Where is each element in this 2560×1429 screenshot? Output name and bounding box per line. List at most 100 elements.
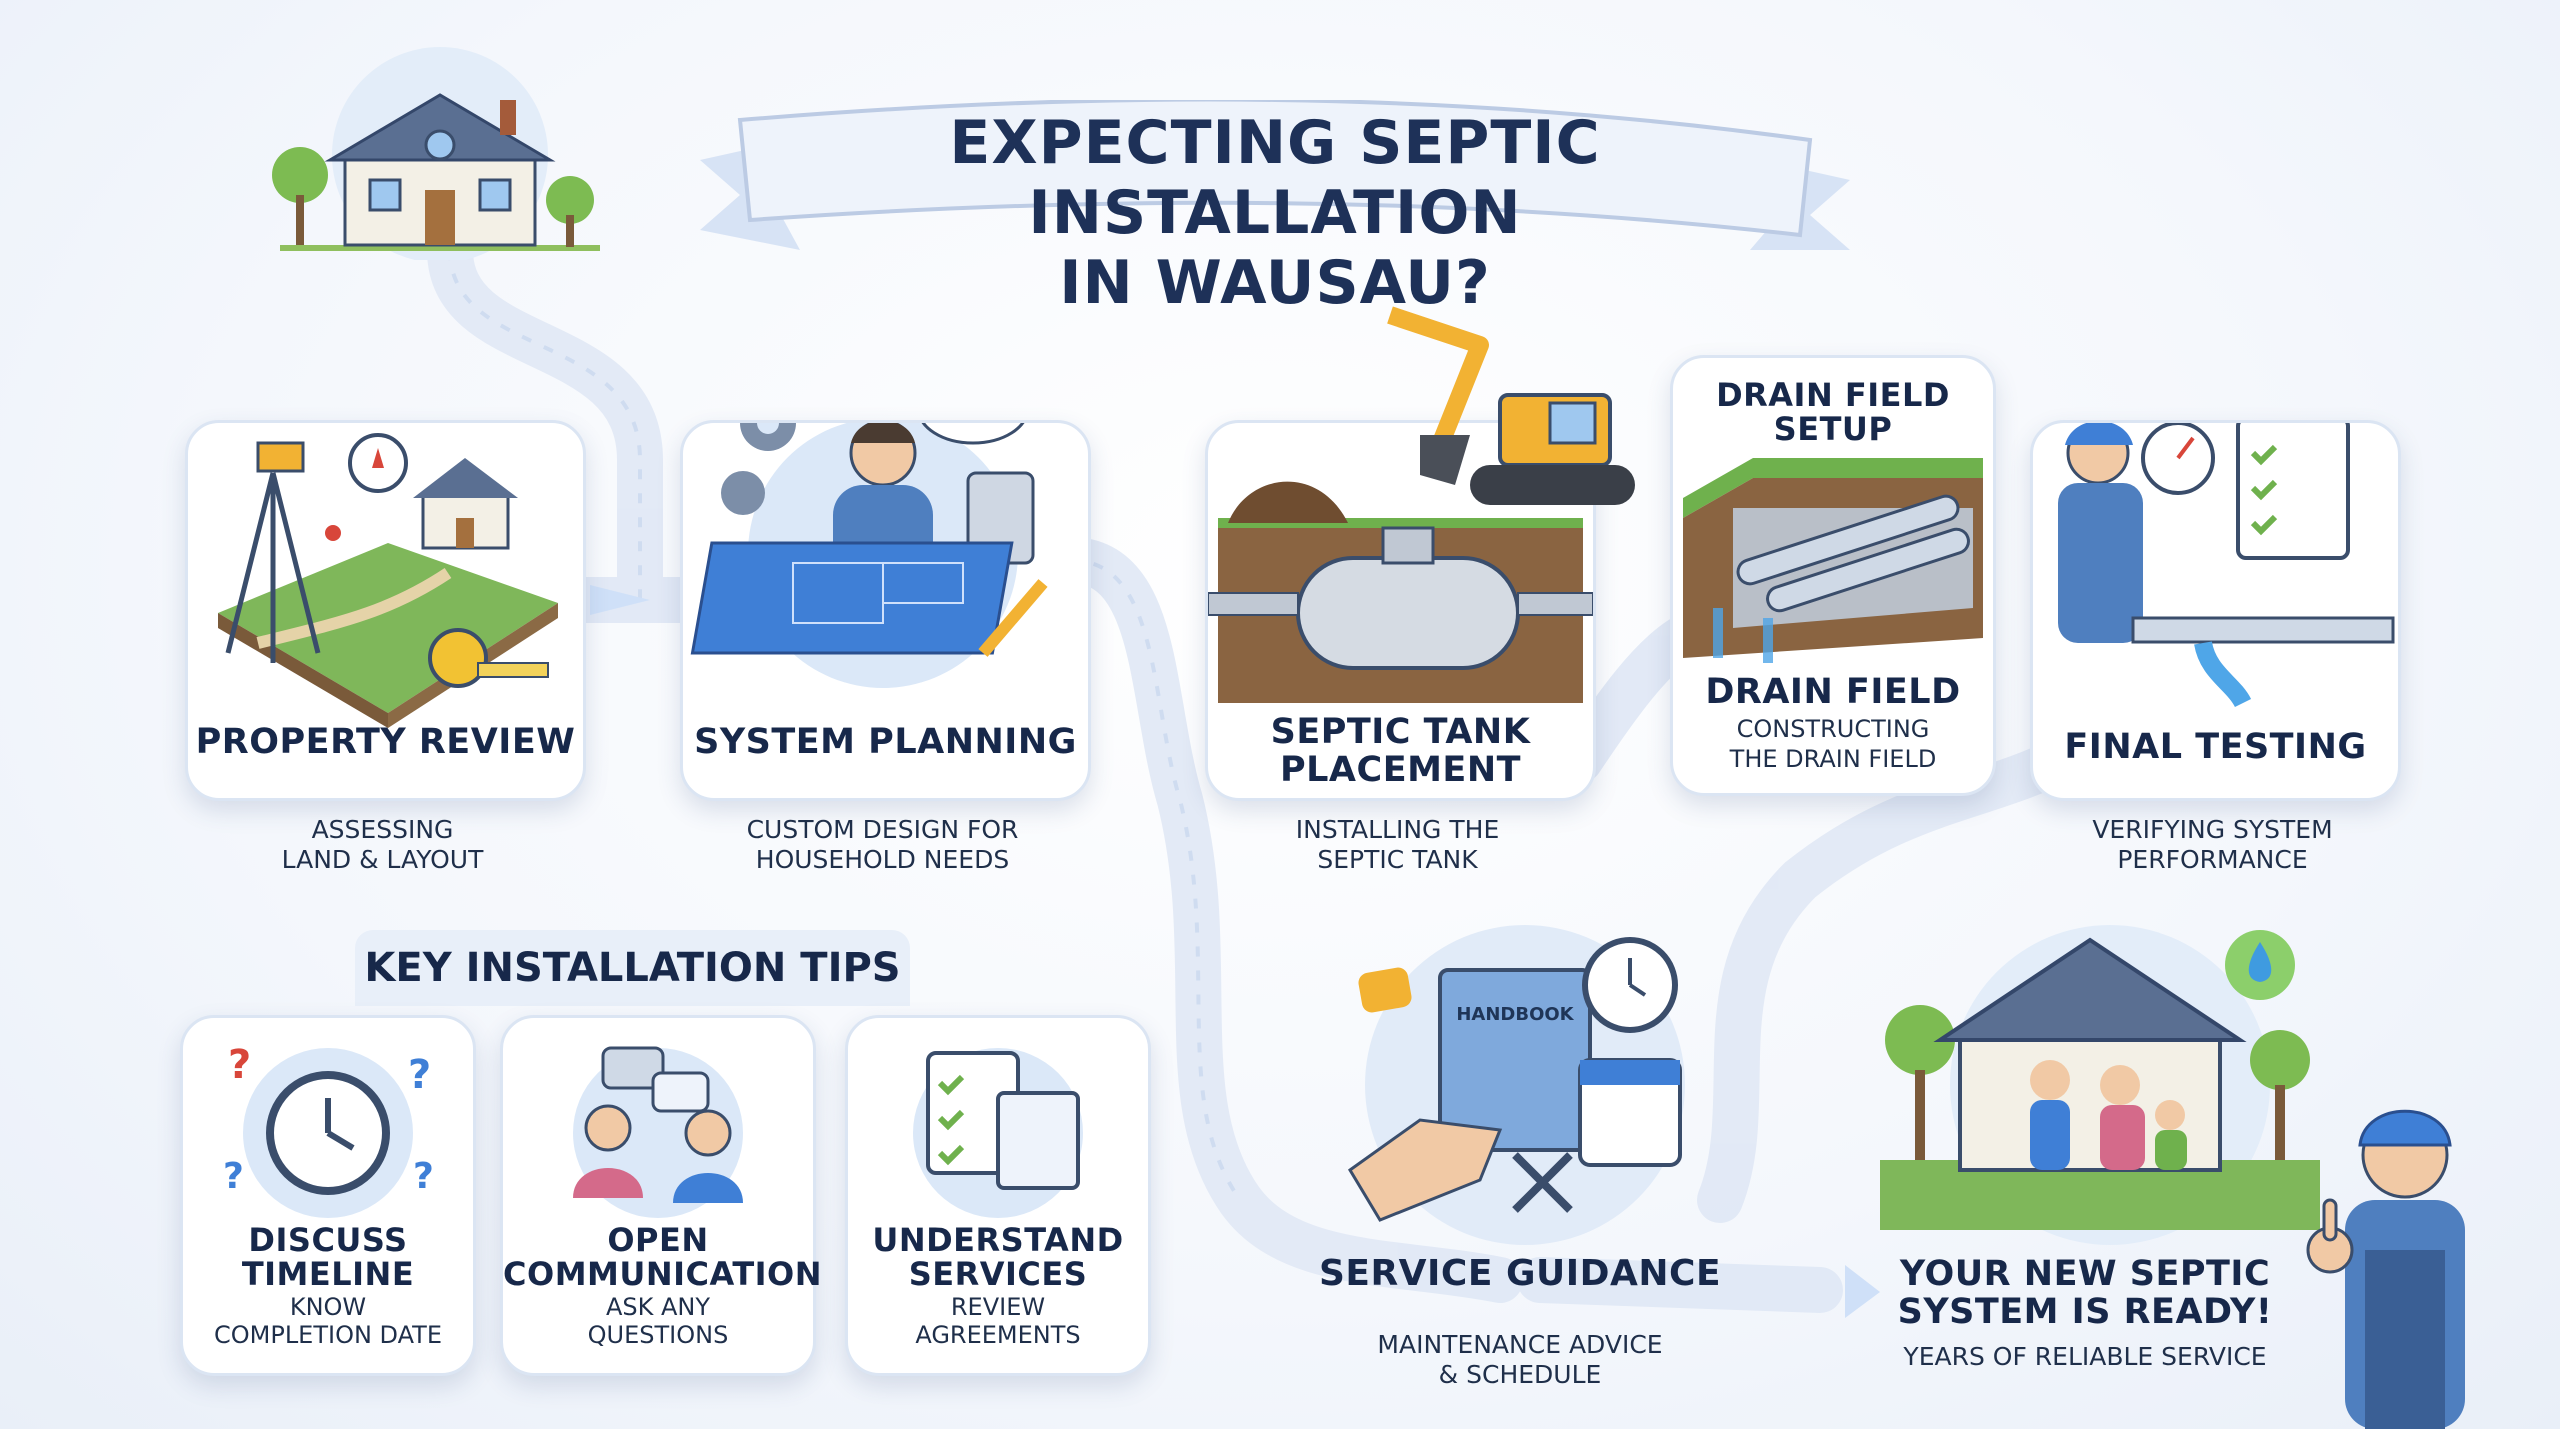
tip-title: UNDERSTAND SERVICES (848, 1223, 1148, 1291)
gear-icon (740, 423, 796, 451)
caption-line: INSTALLING THE (1295, 815, 1500, 844)
drain-field-caption-1: CONSTRUCTING (1736, 715, 1930, 743)
step-title: FINAL TESTING (2064, 727, 2367, 767)
drain-field-illustration (1683, 458, 1983, 663)
survey-illustration (218, 433, 558, 728)
arrow-1 (590, 585, 650, 615)
service-guidance-illustration: HANDBOOK (1348, 925, 1685, 1245)
step-caption: CUSTOM DESIGN FOR HOUSEHOLD NEEDS (680, 815, 1085, 875)
title-line: OPEN (607, 1221, 709, 1259)
step-caption: VERIFYING SYSTEM PERFORMANCE (2030, 815, 2395, 875)
tree-icon (546, 176, 594, 224)
caption-line: ASSESSING (311, 815, 454, 844)
title-line: SEPTIC TANK (1270, 712, 1531, 752)
title-line: PLACEMENT (1279, 750, 1522, 790)
step-caption: ASSESSING LAND & LAYOUT (185, 815, 580, 875)
caption-line: SEPTIC TANK (1317, 845, 1478, 874)
speech-bubble-icon (601, 1046, 665, 1090)
question-mark-icon: ? (408, 1052, 431, 1098)
septic-tank-icon (1296, 556, 1520, 670)
tip-sub-1: REVIEW (950, 1293, 1046, 1321)
caption-line: PERFORMANCE (2117, 845, 2308, 874)
caption-line: VERIFYING SYSTEM (2092, 815, 2333, 844)
drain-field-heading: DRAIN FIELD SETUP (1673, 378, 1993, 446)
tank-illustration (1208, 481, 1593, 703)
step-title: PROPERTY REVIEW (195, 722, 576, 762)
title-line: SERVICES (908, 1255, 1088, 1293)
step-card-final-testing: FINAL TESTING (2030, 420, 2401, 801)
caption-line: HOUSEHOLD NEEDS (755, 845, 1010, 874)
step-card-drain-field: DRAIN FIELD SETUP DRAIN FIELD CONSTRUCTI… (1670, 355, 1996, 796)
tree-icon (272, 147, 328, 203)
family-figures (2030, 1060, 2187, 1170)
question-mark-icon: ? (223, 1156, 244, 1197)
tree-icon (1885, 1005, 1955, 1075)
service-guidance-title: SERVICE GUIDANCE (1318, 1253, 1722, 1294)
small-house-icon (413, 458, 518, 550)
step-card-property-review: PROPERTY REVIEW (185, 420, 586, 801)
pencil-icon (978, 579, 1048, 657)
title-line: DISCUSS (248, 1221, 408, 1259)
question-mark-icon: ? (228, 1042, 251, 1088)
hand-icon (1348, 1118, 1503, 1222)
tips-heading: KEY INSTALLATION TIPS (355, 930, 910, 1006)
caption-line: MAINTENANCE ADVICE (1377, 1330, 1663, 1359)
services-illustration (913, 1048, 1083, 1218)
thumbs-up-icon (2306, 1198, 2354, 1274)
tip-sub-2: QUESTIONS (587, 1321, 729, 1349)
thought-cloud-icon (921, 423, 1025, 445)
system-ready-caption: YEARS OF RELIABLE SERVICE (1903, 1342, 2267, 1371)
wrench-icon (1358, 967, 1412, 1013)
title-banner (700, 100, 1850, 250)
tree-icon (2250, 1030, 2310, 1090)
heading-line: SETUP (1773, 410, 1893, 448)
drain-pipes (1736, 494, 1970, 613)
banner-title: EXPECTING SEPTIC INSTALLATION IN WAUSAU? (710, 108, 1840, 318)
tip-card-services: UNDERSTAND SERVICES REVIEW AGREEMENTS (845, 1015, 1151, 1376)
tip-sub-1: KNOW (289, 1293, 367, 1321)
title-line: UNDERSTAND (872, 1221, 1124, 1259)
family-home-illustration (1880, 925, 2320, 1245)
arrow-2 (1845, 1265, 1880, 1318)
tape-measure-icon (428, 628, 549, 688)
banner-line-2: IN WAUSAU? (1059, 248, 1491, 318)
handbook-label: HANDBOOK (1456, 1004, 1574, 1025)
tip-sub-1: ASK ANY (605, 1293, 711, 1321)
step-caption: INSTALLING THE SEPTIC TANK (1205, 815, 1590, 875)
question-mark-icon: ? (413, 1156, 434, 1197)
caption-line: CUSTOM DESIGN FOR (746, 815, 1019, 844)
tools-icon (1512, 1152, 1573, 1213)
person-icon (573, 1104, 643, 1198)
person-icon (673, 1109, 743, 1203)
excavator-icon (1387, 306, 1635, 505)
tip-card-communication: OPEN COMMUNICATION ASK ANY QUESTIONS (500, 1015, 823, 1376)
tip-card-timeline: ? ? ? ? DISCUSS TIMELINE KNOW COMPLETION… (180, 1015, 476, 1376)
gear-icon (721, 471, 765, 515)
technician-figure (2058, 423, 2143, 643)
blueprint-icon (690, 541, 1014, 655)
step-title: SEPTIC TANK PLACEMENT (1208, 713, 1593, 789)
caption-line: LAND & LAYOUT (281, 845, 484, 874)
tip-title: DISCUSS TIMELINE (183, 1223, 473, 1291)
tip-sub-2: COMPLETION DATE (213, 1321, 442, 1349)
step-caption: MAINTENANCE ADVICE & SCHEDULE (1310, 1330, 1730, 1390)
tip-sub-2: AGREEMENTS (915, 1321, 1081, 1349)
document-icon (996, 1091, 1080, 1190)
testing-illustration (2058, 423, 2395, 708)
tip-title: OPEN COMMUNICATION (503, 1221, 823, 1293)
technician-thumbs-up (2306, 1109, 2465, 1429)
banner-line-1: EXPECTING SEPTIC INSTALLATION (949, 108, 1601, 248)
title-line: COMMUNICATION (503, 1255, 823, 1293)
title-line: SYSTEM IS READY! (1897, 1292, 2273, 1332)
caption-line: & SCHEDULE (1438, 1360, 1602, 1389)
house-illustration (272, 47, 600, 260)
speech-bubble-icon (651, 1071, 710, 1113)
title-line: YOUR NEW SEPTIC (1899, 1254, 2271, 1294)
drain-field-caption-2: THE DRAIN FIELD (1729, 745, 1937, 773)
planning-illustration (690, 423, 1048, 688)
system-ready-title: YOUR NEW SEPTIC SYSTEM IS READY! (1870, 1255, 2300, 1331)
tripod-icon (225, 441, 321, 663)
step-title: SYSTEM PLANNING (694, 722, 1077, 762)
title-line: TIMELINE (241, 1255, 415, 1293)
step-title: DRAIN FIELD (1705, 672, 1961, 712)
